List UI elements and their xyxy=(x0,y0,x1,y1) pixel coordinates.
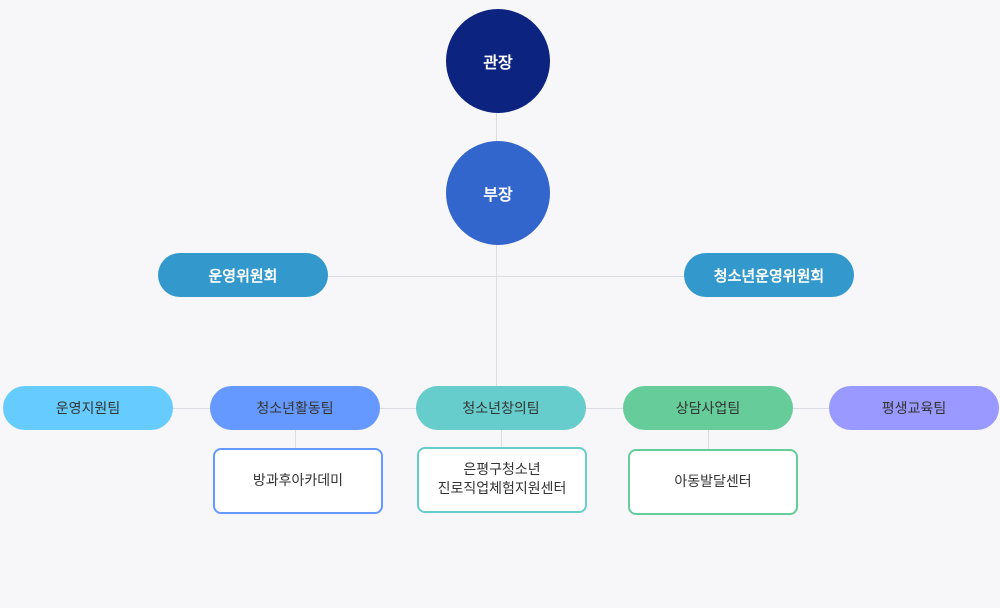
team-youth-creative-label: 청소년창의팀 xyxy=(462,401,540,417)
unit-after-school-academy: 방과후아카데미 xyxy=(213,448,383,514)
manager-node: 부장 xyxy=(446,141,550,245)
committee-operations-label: 운영위원회 xyxy=(208,266,278,285)
connector-unit-creative xyxy=(501,430,502,447)
director-label: 관장 xyxy=(483,53,513,72)
team-counseling: 상담사업팀 xyxy=(623,386,793,430)
team-lifelong-education: 평생교육팀 xyxy=(829,386,999,430)
committee-youth-operations: 청소년운영위원회 xyxy=(684,253,854,297)
team-youth-creative: 청소년창의팀 xyxy=(416,386,586,430)
team-youth-activity: 청소년활동팀 xyxy=(210,386,380,430)
committee-operations: 운영위원회 xyxy=(158,253,328,297)
unit-career-experience-center-line2: 진로직업체험지원센터 xyxy=(437,481,567,497)
unit-after-school-academy-line1: 방과후아카데미 xyxy=(252,472,344,489)
connector-vertical-main xyxy=(496,112,497,408)
manager-label: 부장 xyxy=(483,185,513,204)
team-youth-activity-label: 청소년활동팀 xyxy=(256,401,334,417)
unit-career-experience-center-line1: 은평구청소년 xyxy=(463,462,541,478)
team-lifelong-education-label: 평생교육팀 xyxy=(881,401,947,417)
team-operations-support-label: 운영지원팀 xyxy=(55,401,121,417)
unit-child-development-center: 아동발달센터 xyxy=(628,449,798,515)
unit-child-development-center-line1: 아동발달센터 xyxy=(674,473,752,490)
committee-youth-operations-label: 청소년운영위원회 xyxy=(713,266,825,285)
team-counseling-label: 상담사업팀 xyxy=(675,401,741,417)
connector-committees xyxy=(328,276,684,277)
team-operations-support: 운영지원팀 xyxy=(3,386,173,430)
unit-career-experience-center: 은평구청소년 진로직업체험지원센터 xyxy=(417,447,587,513)
connector-unit-counseling xyxy=(708,430,709,449)
director-node: 관장 xyxy=(446,9,550,113)
connector-unit-activity xyxy=(295,430,296,448)
